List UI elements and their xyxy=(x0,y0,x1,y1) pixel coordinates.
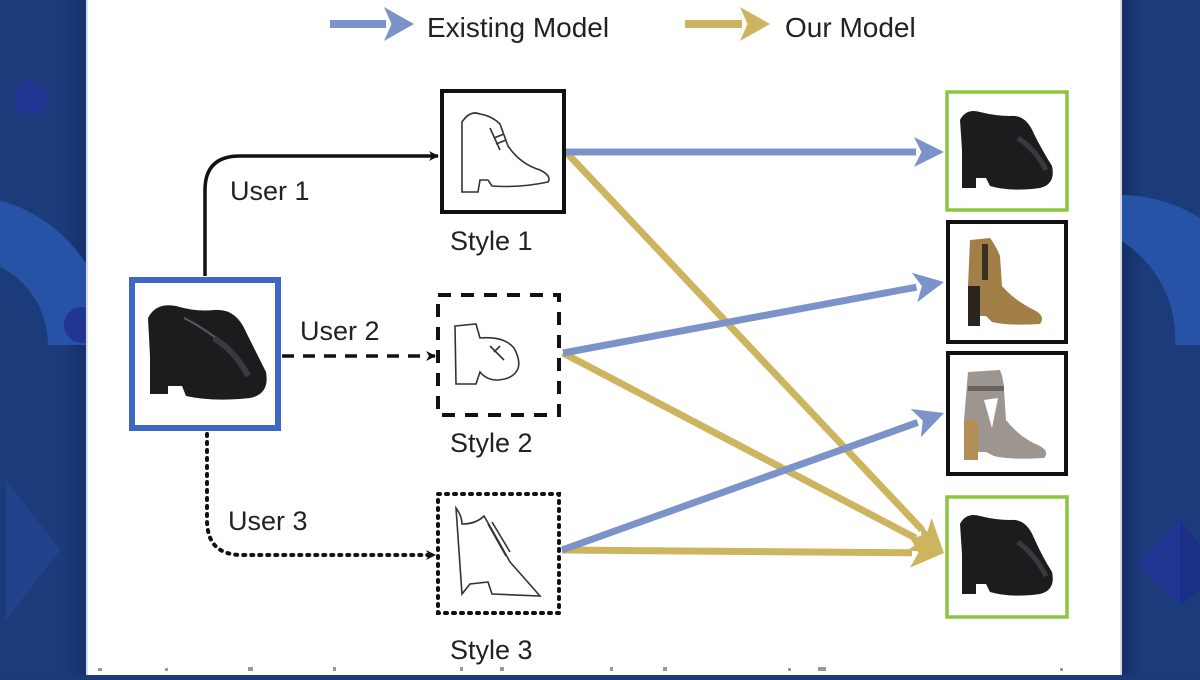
slide: Existing Model Our Model User 1 User 2 xyxy=(88,0,1120,675)
style-3-frame xyxy=(436,492,561,615)
style-1-label: Style 1 xyxy=(450,226,533,256)
legend-arrow-existing-icon xyxy=(330,7,414,41)
existing-model-arrow-style-1-to-result-1 xyxy=(566,137,944,167)
model-arrows xyxy=(560,137,944,568)
style-3-sketch xyxy=(455,505,542,597)
our-model-arrow-style-2-to-result-4 xyxy=(561,349,944,553)
background-decoration-left xyxy=(0,81,88,620)
background-decoration-right xyxy=(1120,195,1200,605)
style-2-node: Style 2 xyxy=(436,293,561,458)
legend-our-model: Our Model xyxy=(685,7,916,43)
style-2-sketch xyxy=(454,323,520,385)
user-3-label: User 3 xyxy=(228,506,308,536)
background-left-panel xyxy=(0,0,88,675)
result-2 xyxy=(946,220,1068,344)
user-3-connector xyxy=(205,432,437,560)
input-shoe-node xyxy=(129,277,281,431)
result-3 xyxy=(946,351,1068,476)
user-connectors: User 1 User 2 User 3 xyxy=(203,151,439,560)
legend-ours-label: Our Model xyxy=(785,12,916,43)
legend-existing-label: Existing Model xyxy=(427,12,609,43)
result-4 xyxy=(945,495,1069,619)
result-4-image-black-loafer xyxy=(960,515,1053,596)
input-shoe-image xyxy=(148,305,267,400)
existing-model-arrow-style-3-to-result-3 xyxy=(560,409,944,554)
style-3-node: Style 3 xyxy=(436,492,561,665)
our-model-arrow-style-3-to-result-4 xyxy=(561,537,944,568)
result-1 xyxy=(945,90,1069,212)
existing-model-arrow-style-2-to-result-2 xyxy=(562,272,944,357)
deco-arc xyxy=(1120,195,1200,345)
legend: Existing Model Our Model xyxy=(330,7,916,43)
caption-remnant xyxy=(98,667,1063,671)
deco-circle xyxy=(14,81,48,115)
legend-arrow-ours-icon xyxy=(685,7,770,41)
style-1-frame xyxy=(440,89,566,214)
style-2-label: Style 2 xyxy=(450,428,533,458)
style-1-sketch xyxy=(461,112,550,193)
user-2-label: User 2 xyxy=(300,316,380,346)
results-column xyxy=(945,90,1069,619)
diagram-canvas: Existing Model Our Model User 1 User 2 xyxy=(98,7,1069,671)
our-model-arrow-style-1-to-result-4 xyxy=(563,149,944,553)
deco-diamond xyxy=(1136,520,1180,605)
result-1-image-black-loafer xyxy=(960,111,1053,190)
deco-circle xyxy=(64,307,88,343)
deco-diamond-dark xyxy=(1180,520,1200,605)
deco-arc xyxy=(0,200,88,345)
background-right-panel xyxy=(1120,0,1200,675)
result-3-image-grey-boot xyxy=(964,370,1047,460)
deco-triangle xyxy=(6,480,60,620)
result-2-image-tan-boot xyxy=(968,238,1042,326)
legend-existing-model: Existing Model xyxy=(330,7,609,43)
user-1-label: User 1 xyxy=(230,176,310,206)
style-3-label: Style 3 xyxy=(450,635,533,665)
user-1-connector xyxy=(203,151,439,276)
style-1-node: Style 1 xyxy=(440,89,566,256)
